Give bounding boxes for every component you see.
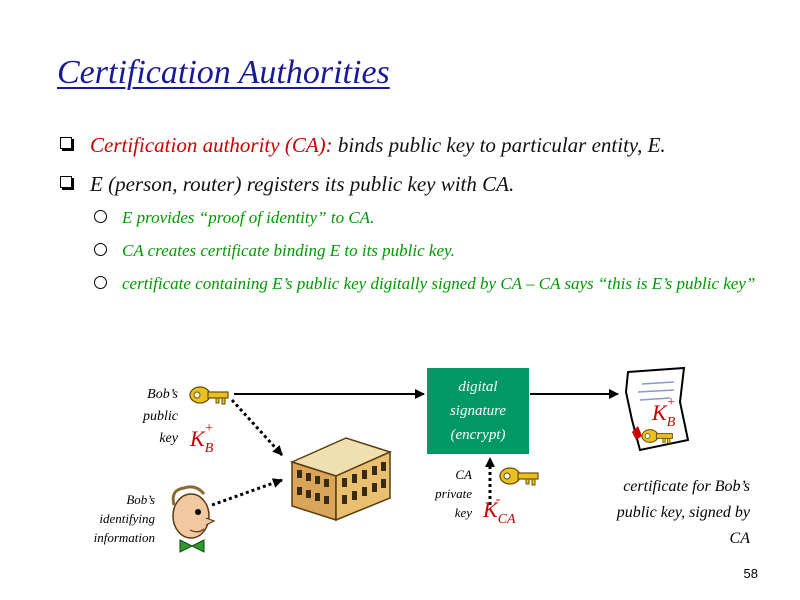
- digital-signature-box: digital signature (encrypt): [427, 368, 529, 454]
- key-letter: K: [652, 400, 667, 425]
- box-line: (encrypt): [450, 427, 506, 443]
- key-subscript: B: [204, 441, 214, 456]
- bullet-marker-icon: [60, 176, 72, 188]
- key-icon: [499, 467, 539, 486]
- bullet-highlight: Certification authority (CA):: [90, 133, 333, 157]
- key-subscript: B: [666, 415, 676, 430]
- caption-line: public key, signed by: [616, 504, 750, 521]
- label-line: public: [143, 409, 178, 424]
- label-line: information: [93, 530, 155, 545]
- subbullet-text: CA creates certificate binding E to its …: [122, 241, 455, 260]
- label-line: CA: [455, 467, 472, 482]
- key-icon: [189, 386, 229, 405]
- circle-bullet-icon: [94, 210, 107, 223]
- bullet-item: Certification authority (CA): binds publ…: [58, 128, 778, 162]
- subbullet-item: E provides “proof of identity” to CA.: [58, 201, 778, 234]
- person-icon: [171, 485, 216, 553]
- key-certificate: KB +: [652, 395, 676, 431]
- bullet-list: Certification authority (CA): binds publ…: [58, 128, 778, 300]
- key-superscript: +: [204, 421, 214, 436]
- bob-identifying-label: Bob’s identifying information: [70, 490, 155, 547]
- key-letter: K: [190, 426, 205, 451]
- arrow-key-to-ca: [230, 398, 284, 457]
- arrow-id-to-ca: [211, 478, 283, 507]
- label-line: key: [159, 431, 178, 446]
- page-number: 58: [743, 566, 758, 581]
- bullet-text: binds public key to particular entity, E…: [332, 133, 666, 157]
- subbullet-item: CA creates certificate binding E to its …: [58, 234, 778, 267]
- box-line: digital: [458, 379, 498, 395]
- caption-line: CA: [729, 530, 750, 547]
- label-line: identifying: [99, 511, 155, 526]
- certificate-icon: [624, 366, 690, 452]
- subbullet-text: E provides “proof of identity” to CA.: [122, 208, 375, 227]
- caption-line: certificate for Bob’s: [623, 478, 750, 495]
- label-line: key: [454, 505, 472, 520]
- subbullet-text: certificate containing E’s public key di…: [122, 274, 756, 293]
- key-ca-private: KCA -: [483, 492, 516, 528]
- key-bob-public: KB +: [190, 421, 214, 457]
- label-line: Bob’s: [126, 492, 155, 507]
- bob-public-key-label: Bob’s public key: [118, 384, 178, 450]
- bullet-item: E (person, router) registers its public …: [58, 167, 778, 201]
- key-subscript: CA: [497, 512, 516, 527]
- circle-bullet-icon: [94, 276, 107, 289]
- label-line: Bob’s: [147, 387, 178, 402]
- subbullet-item: certificate containing E’s public key di…: [58, 267, 762, 300]
- ca-private-key-label: CA private key: [420, 465, 472, 522]
- bullet-marker-icon: [60, 137, 72, 149]
- label-line: private: [435, 486, 472, 501]
- bullet-text: E (person, router) registers its public …: [90, 172, 515, 196]
- key-superscript: +: [666, 395, 676, 410]
- key-letter: K: [483, 497, 498, 522]
- circle-bullet-icon: [94, 243, 107, 256]
- certificate-caption: certificate for Bob’s public key, signed…: [570, 474, 750, 552]
- box-line: signature: [449, 403, 507, 419]
- ca-building-icon: [289, 437, 393, 522]
- page-title: Certification Authorities: [57, 54, 390, 91]
- key-superscript: -: [495, 492, 501, 507]
